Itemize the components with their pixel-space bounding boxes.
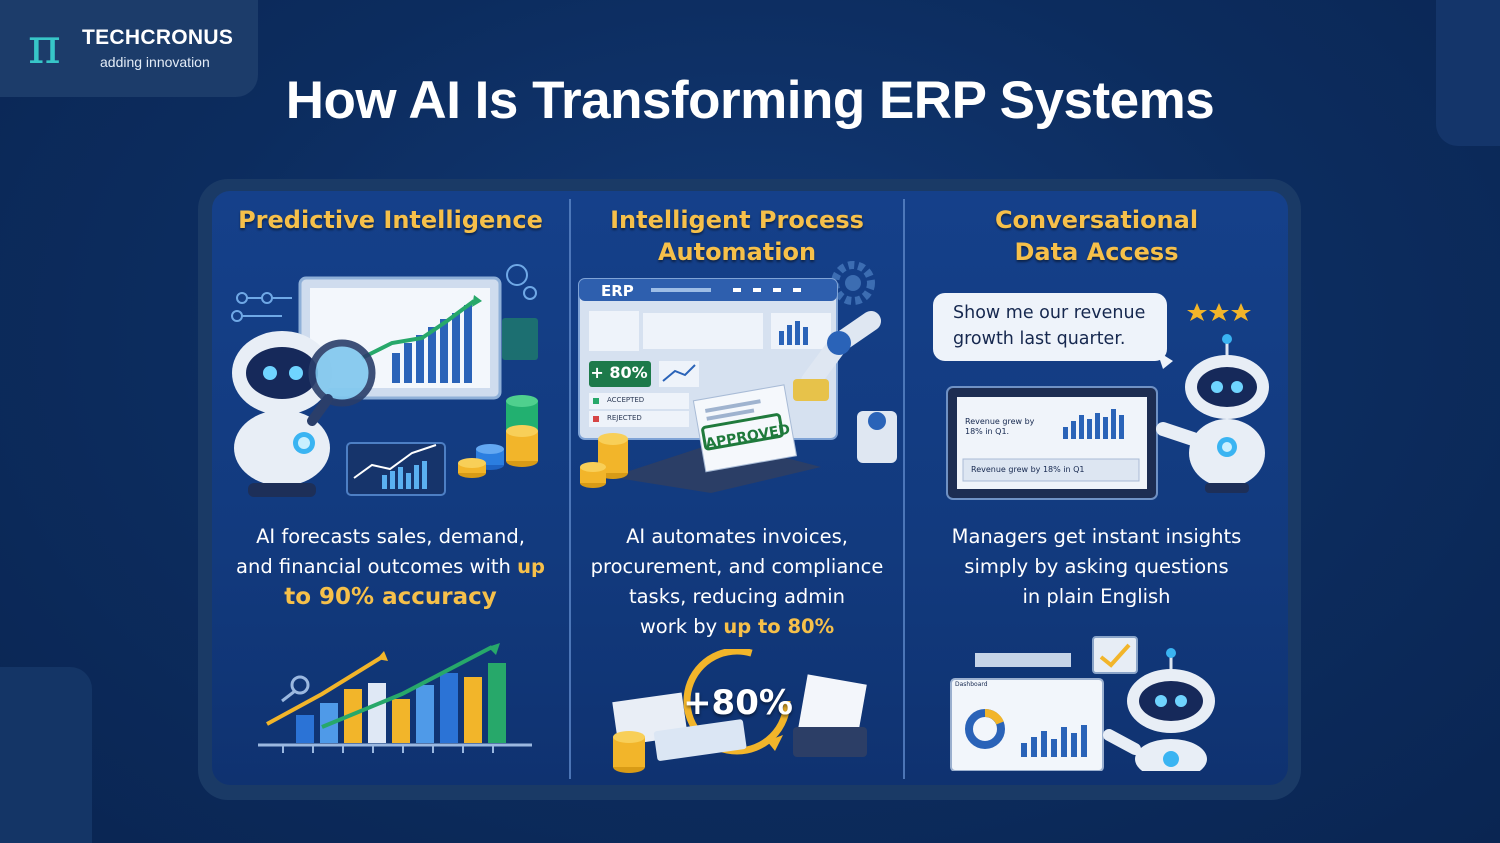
description-line: AI forecasts sales, demand, [256,525,525,548]
screen-text: Revenue grew by 18% in Q1. [965,417,1034,437]
predictive-illustration [231,264,538,497]
highlight-text: to 90% accuracy [284,584,497,610]
savings-illustration [612,649,867,773]
pi-logo-icon: π [28,17,61,75]
description-text: work by [639,615,724,638]
erp-label: ERP [601,282,634,300]
description-text: and financial outcomes with [236,555,518,578]
dashboard-label: Dashboard [955,681,988,688]
highlight-text: up [517,555,545,578]
conversation-illustration [946,303,1269,500]
stat-badge: + 80% [590,363,648,382]
column-divider [569,199,571,779]
column-description: AI forecasts sales, demand, and financia… [212,522,569,612]
description-line: and financial outcomes with up [212,552,569,582]
infographic-panel: Predictive Intelligence [212,191,1288,785]
screen-caption: Revenue grew by 18% in Q1 [971,465,1085,474]
description-line: in plain English [1022,585,1171,608]
column-title-line: Data Access [1014,238,1179,266]
logo-backdrop [0,0,258,97]
column-conversational-access: Conversational Data Access Show me our r… [905,191,1288,785]
dashboard-illustration [950,636,1215,771]
highlight-text: up to 80% [723,615,835,638]
column-divider [903,199,905,779]
speech-bubble: Show me our revenue growth last quarter. [933,293,1167,361]
screen-line: 18% in Q1. [965,427,1010,436]
growth-bar-chart [258,643,532,753]
column-predictive-intelligence: Predictive Intelligence [212,191,569,785]
column-process-automation: Intelligent Process Automation [571,191,903,785]
column-title: Intelligent Process Automation [571,204,903,268]
screen-line: Revenue grew by [965,417,1035,426]
bubble-line: Show me our revenue [953,303,1146,323]
logo-tagline: adding innovation [100,54,210,70]
description-line: simply by asking questions [964,555,1229,578]
column-title-line: Conversational [994,206,1199,234]
column-description: AI automates invoices, procurement, and … [571,522,903,642]
logo: π TECHCRONUS adding innovation [28,17,234,75]
description-line: procurement, and compliance [590,555,884,578]
page-title: How AI Is Transforming ERP Systems [285,71,1215,130]
description-line: Managers get instant insights [951,525,1242,548]
logo-name: TECHCRONUS [82,26,234,49]
description-line: work by up to 80% [571,612,903,642]
column-title-line: Intelligent Process [610,206,864,234]
corner-decoration [1436,0,1500,146]
description-line: tasks, reducing admin [628,585,846,608]
corner-decoration [0,667,92,843]
column-title-line: Automation [657,238,817,266]
column-title: Predictive Intelligence [238,206,543,234]
description-line: AI automates invoices, [626,525,848,548]
automation-illustration [578,261,897,493]
column-description: Managers get instant insights simply by … [905,522,1288,612]
column-title: Conversational Data Access [905,204,1288,268]
bubble-line: growth last quarter. [953,329,1126,349]
big-stat: +80% [683,683,793,723]
status-accepted: ACCEPTED [607,396,645,404]
status-rejected: REJECTED [607,414,642,422]
